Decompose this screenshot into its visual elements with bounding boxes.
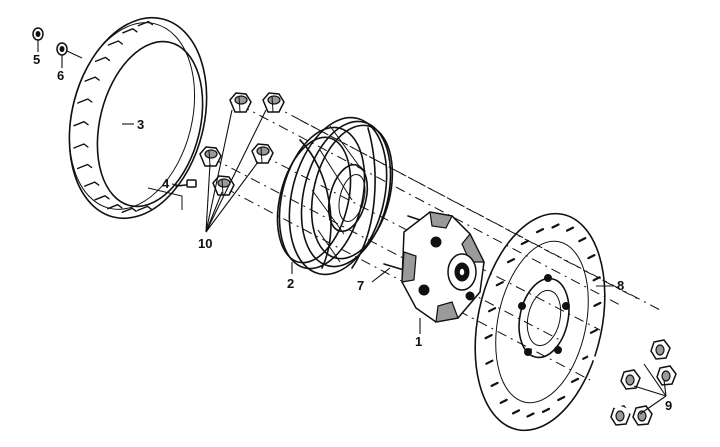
callout-9: 9 [665, 398, 672, 413]
bolt-icon [620, 328, 671, 360]
nut-group [199, 92, 285, 196]
callout-7: 7 [357, 278, 364, 293]
tire-tread-mark [77, 98, 93, 104]
tire-tread-mark [137, 20, 154, 27]
washer-6 [56, 42, 83, 59]
leader-lines [37, 40, 667, 415]
hub-icon [401, 211, 485, 323]
callout-5: 5 [33, 52, 40, 67]
tire-tread-mark [84, 181, 100, 187]
bolt-icon [588, 354, 641, 390]
disc-slot [565, 226, 575, 232]
disc-slot [593, 301, 602, 307]
callout-3: 3 [137, 117, 144, 132]
disc-slot [526, 412, 535, 418]
tire-tread-mark [84, 76, 100, 82]
washer-5 [32, 27, 44, 41]
bolt-icon [628, 354, 677, 386]
callout-4: 4 [162, 176, 170, 191]
tire-tread-mark [73, 143, 89, 149]
disc-slot [589, 328, 598, 334]
callout-labels: 1 2 3 4 5 6 7 8 9 10 [33, 52, 672, 413]
disc-slot [490, 381, 499, 387]
disc-slot [506, 258, 516, 264]
disc-slot [488, 307, 497, 313]
tire-icon [68, 16, 208, 220]
disc-slot [484, 334, 493, 340]
tire-tread-mark [94, 195, 110, 201]
disc-slot [551, 223, 560, 229]
callout-2: 2 [287, 276, 294, 291]
tire-tread-mark [94, 56, 111, 63]
disc-slot [578, 237, 587, 243]
disc-slot [570, 377, 580, 383]
nut-icon [199, 146, 222, 167]
disc-slot [520, 239, 529, 246]
callout-10: 10 [198, 236, 212, 251]
tire-tread-mark [121, 207, 137, 213]
bolt-group [576, 328, 677, 426]
callout-6: 6 [57, 68, 64, 83]
callout-1: 1 [415, 334, 422, 349]
nut-icon [229, 92, 252, 113]
disc-slot [587, 254, 596, 260]
tire-tread-mark [76, 163, 93, 170]
wheel-rim-icon [276, 116, 394, 276]
disc-slot [485, 359, 494, 365]
nut-icon [262, 92, 285, 113]
tire-tread-mark [107, 40, 124, 46]
brake-disc-icon [474, 212, 606, 432]
callout-8: 8 [617, 278, 624, 293]
disc-slot [557, 395, 566, 402]
tire-tread-mark [136, 205, 153, 212]
disc-slot [499, 398, 508, 404]
tire-tread-mark [73, 121, 89, 127]
disc-slot [535, 228, 545, 234]
disc-slot [592, 276, 601, 282]
disc-slot [511, 409, 521, 415]
tire-tread-mark [122, 28, 138, 34]
disc-slot [541, 407, 551, 413]
nut-icon [212, 175, 235, 196]
disc-slot [495, 281, 504, 287]
tire-tread-mark [107, 204, 123, 210]
nut-icon [251, 143, 274, 164]
